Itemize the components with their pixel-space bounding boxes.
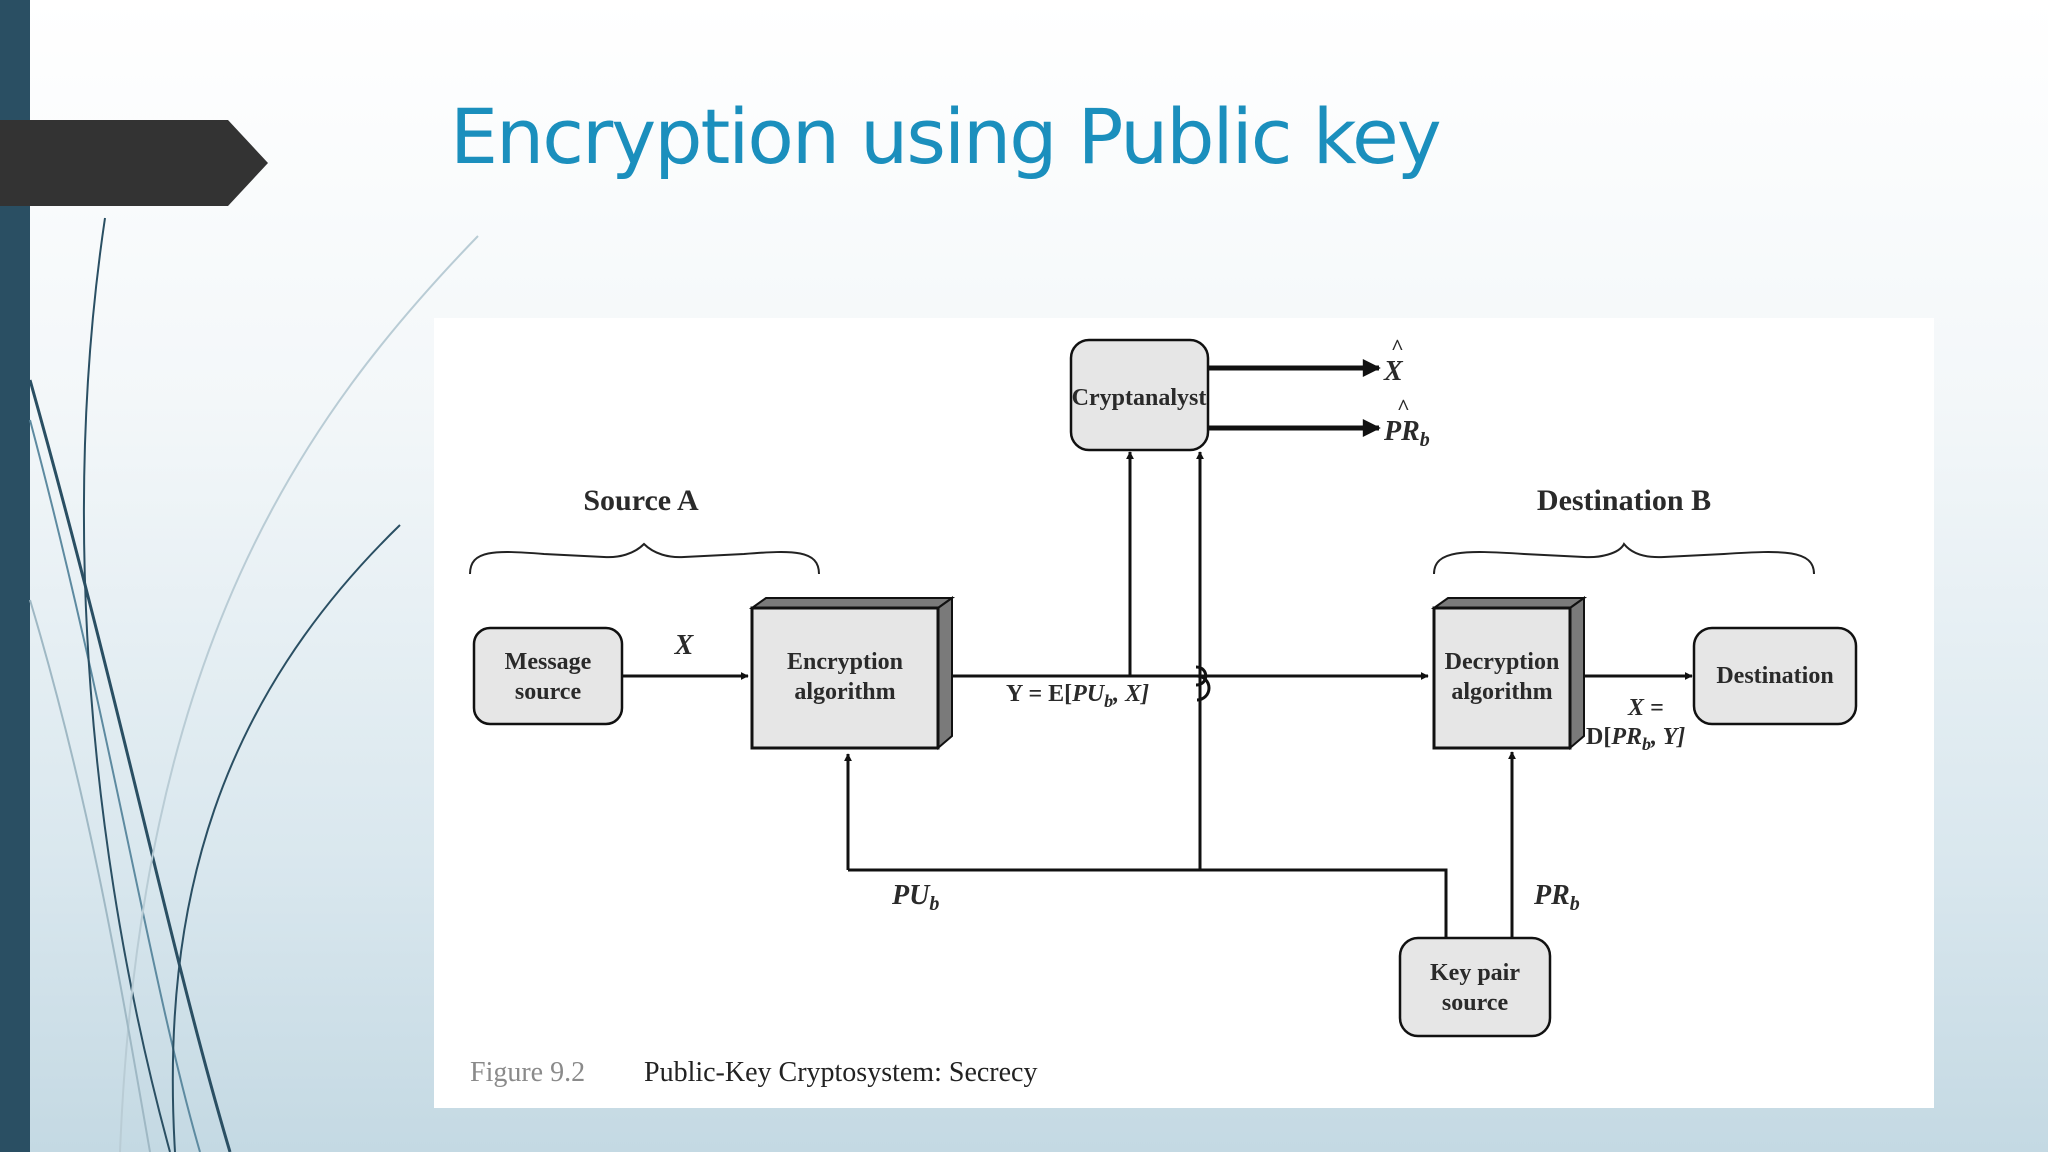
public-key-diagram: Source A Destination B Cryptanalyst X ^ … (469, 334, 1858, 1088)
encryption-box (750, 606, 940, 750)
encryption-label-line2: algorithm (794, 679, 895, 705)
pr-hat-label: PRb (1383, 416, 1430, 451)
decryption-equation-line2: D[PRb, Y] (1586, 724, 1685, 754)
figure-panel: Source A Destination B Cryptanalyst X ^ … (434, 318, 1934, 1108)
message-source-label-line2: source (515, 679, 582, 705)
slide-title: Encryption using Public key (450, 92, 1442, 181)
figure-caption: Public-Key Cryptosystem: Secrecy (644, 1057, 1037, 1088)
decryption-box-side (1569, 596, 1585, 751)
x-hat-caret: ^ (1391, 334, 1404, 359)
plaintext-x-label: X (674, 630, 695, 661)
source-a-heading: Source A (583, 484, 699, 517)
private-key-label: PRb (1533, 880, 1580, 915)
ciphertext-label: Y = E[PUb, X] (1006, 681, 1149, 711)
decryption-equation-line1: X = (1627, 695, 1664, 721)
destination-box (1692, 626, 1858, 726)
figure-number: Figure 9.2 (470, 1057, 585, 1088)
message-source-box (472, 626, 624, 726)
title-tab-arrow (0, 120, 268, 206)
destination-label: Destination (1716, 663, 1833, 689)
message-source-label-line1: Message (505, 649, 592, 675)
key-pair-label-line1: Key pair (1430, 960, 1520, 986)
cryptanalyst-box (1069, 338, 1210, 452)
decryption-box (1432, 606, 1572, 750)
pr-hat-caret: ^ (1397, 394, 1410, 419)
destination-brace (1433, 542, 1815, 575)
decryption-label-line2: algorithm (1451, 679, 1552, 705)
public-key-label: PUb (891, 880, 939, 915)
cryptanalyst-label: Cryptanalyst (1072, 385, 1207, 411)
destination-b-heading: Destination B (1537, 484, 1711, 517)
encryption-box-side (937, 596, 953, 751)
decryption-label-line1: Decryption (1445, 649, 1560, 675)
public-key-line (848, 868, 1448, 938)
x-hat-label: X (1383, 356, 1404, 387)
encryption-label-line1: Encryption (787, 649, 903, 675)
key-pair-label-line2: source (1442, 990, 1509, 1016)
decorative-curves (28, 217, 479, 1152)
source-brace (469, 542, 820, 575)
key-pair-source-box (1398, 936, 1552, 1038)
